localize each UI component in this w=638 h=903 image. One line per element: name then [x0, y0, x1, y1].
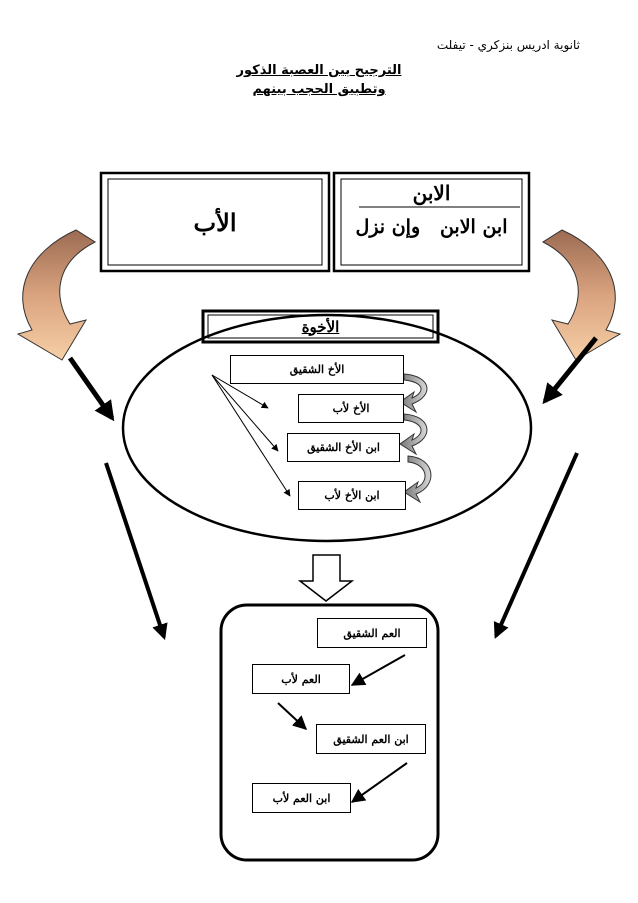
son-box-outer: [332, 171, 531, 273]
right-thick-arrow: [542, 336, 598, 405]
left-curved-arrow-icon: [16, 229, 97, 361]
brothers-title: الأخوة: [301, 317, 340, 336]
uncle-arrow-3: [350, 762, 408, 803]
uncle-item-paternal-cousin: ابن العم لأب: [252, 783, 351, 813]
brother-item-paternal-brother: الأخ لأب: [298, 394, 404, 423]
uncle-item-paternal-uncle: العم لأب: [252, 664, 350, 694]
right-curved-arrow-icon: [541, 229, 622, 361]
curved-connector-2-icon: [399, 413, 428, 456]
school-header: ثانوية ادريس بنزكري - تيفلت: [436, 38, 580, 52]
son-title: الابن: [412, 181, 451, 205]
hollow-down-arrow-icon: [297, 554, 355, 602]
title-line-2: وتطبيق الحجب بينهم: [252, 82, 386, 97]
son-subtitle: ابن الابن وإن نزل: [355, 216, 508, 238]
brothers-title-inner: [207, 314, 434, 339]
father-box-inner: [107, 178, 323, 266]
father-label: الأب: [193, 207, 237, 237]
fan-arrow-3: [211, 374, 291, 497]
brothers-title-outer: [201, 309, 440, 344]
brother-item-paternal-nephew: ابن الأخ لأب: [298, 481, 406, 510]
father-box-outer: [99, 171, 331, 273]
brother-item-full-brother: الأخ الشقيق: [230, 355, 404, 384]
fan-arrow-1: [211, 374, 269, 409]
uncle-item-full-cousin: ابن العم الشقيق: [316, 724, 426, 754]
brother-item-full-nephew: ابن الأخ الشقيق: [287, 433, 400, 462]
uncle-arrow-1: [350, 654, 406, 686]
fan-arrow-2: [211, 374, 279, 452]
uncle-item-full-uncle: العم الشقيق: [317, 618, 427, 648]
uncle-arrow-2: [277, 702, 308, 730]
right-long-arrow: [493, 452, 579, 639]
son-box-inner: [340, 178, 523, 266]
title-line-1: الترجيح بين العصبة الذكور: [236, 63, 402, 78]
left-thick-arrow: [67, 356, 115, 422]
left-long-arrow: [104, 462, 168, 641]
